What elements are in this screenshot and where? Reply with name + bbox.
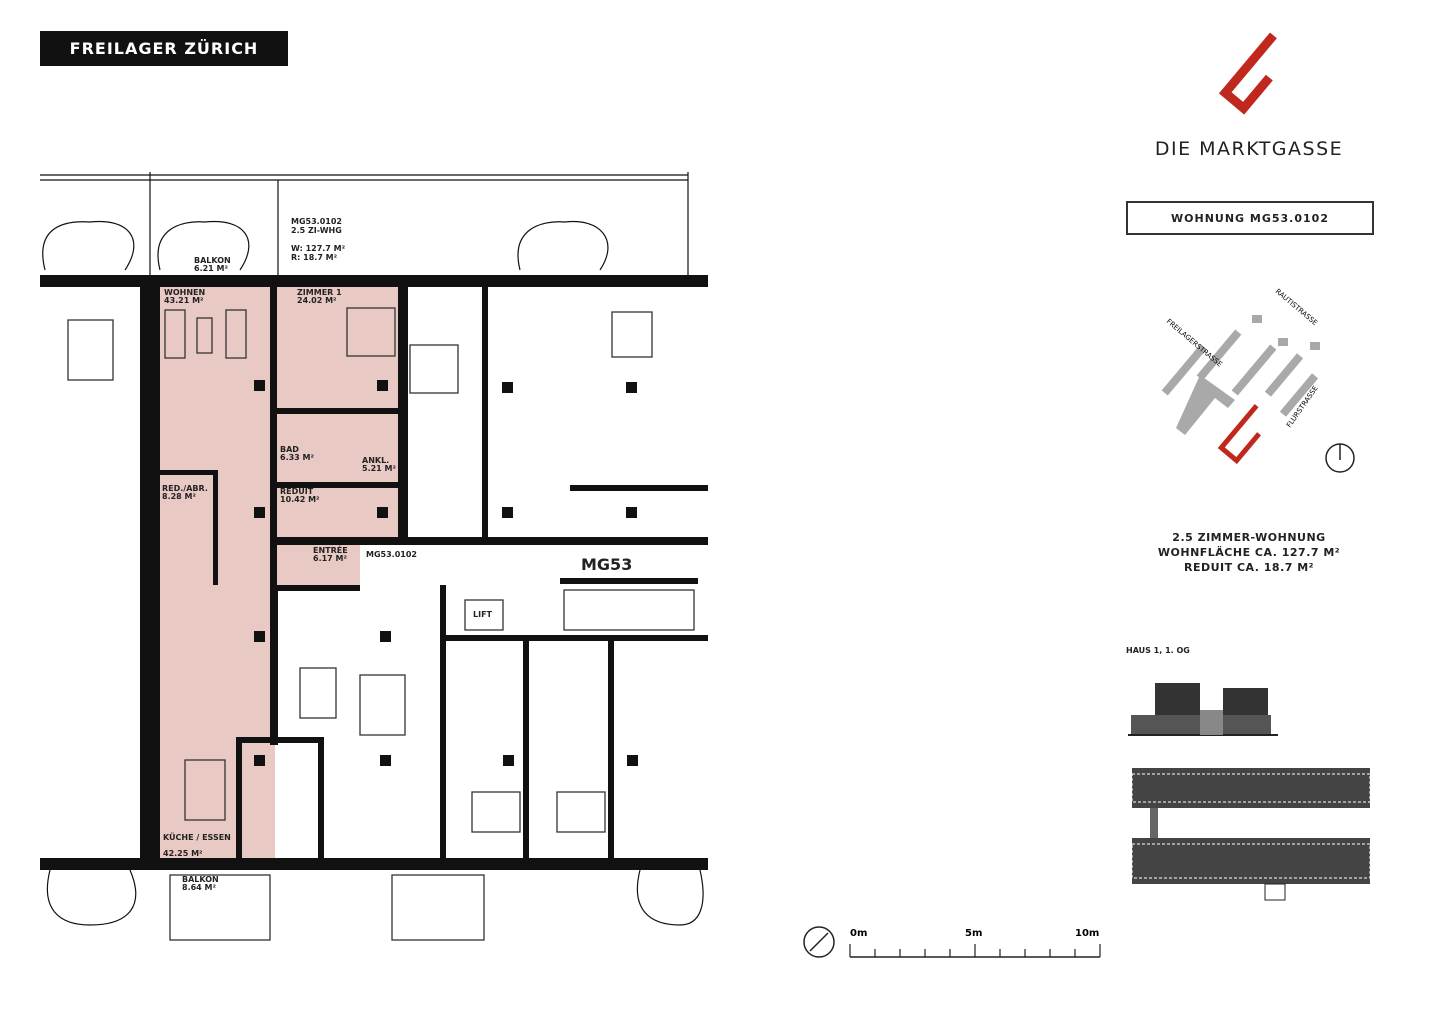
highlighted-unit bbox=[160, 285, 400, 863]
room-ankleide: ANKL.5.21 M² bbox=[362, 456, 396, 473]
scale-label-0: 0m bbox=[850, 928, 867, 939]
scale-bar: 0m 5m 10m bbox=[803, 926, 1101, 958]
walls bbox=[40, 275, 708, 870]
summary-rooms: 2.5 ZIMMER-WOHNUNG bbox=[1172, 531, 1326, 544]
room-reduit-abr: RED./ABR.8.28 M² bbox=[162, 484, 208, 501]
site-buildings bbox=[1161, 315, 1320, 435]
entrance-tag: MG53.0102 bbox=[366, 550, 417, 559]
street-label: RAUTISTRASSE bbox=[1274, 287, 1319, 327]
unit-label: WOHNUNG MG53.0102 bbox=[1126, 201, 1374, 235]
brand-logo bbox=[1218, 32, 1277, 115]
north-arrow-icon bbox=[1325, 443, 1355, 473]
summary-living-area: WOHNFLÄCHE CA. 127.7 M² bbox=[1157, 546, 1341, 559]
scale-label-5: 5m bbox=[965, 928, 982, 939]
building-elevation bbox=[1128, 683, 1278, 736]
site-plan: RAUTISTRASSE FREILAGERSTRASSE FLURSTRASS… bbox=[1161, 287, 1355, 473]
columns bbox=[254, 380, 638, 766]
furniture bbox=[67, 307, 695, 941]
unit-summary: 2.5 ZIMMER-WOHNUNG WOHNFLÄCHE CA. 127.7 … bbox=[1126, 530, 1372, 575]
unit-location-marker bbox=[1217, 403, 1262, 465]
brand-name: DIE MARKTGASSE bbox=[1154, 138, 1344, 160]
project-title: FREILAGER ZÜRICH bbox=[40, 31, 288, 66]
building-label: MG53 bbox=[581, 555, 632, 574]
north-arrow-icon bbox=[803, 926, 835, 958]
floor-label: HAUS 1, 1. OG bbox=[1126, 646, 1190, 655]
summary-storage-area: REDUIT CA. 18.7 M² bbox=[1183, 561, 1314, 574]
balcony-frame bbox=[40, 172, 704, 926]
building-floor-overview bbox=[1131, 768, 1371, 901]
lift-label: LIFT bbox=[473, 610, 493, 619]
scale-label-10: 10m bbox=[1075, 928, 1099, 939]
